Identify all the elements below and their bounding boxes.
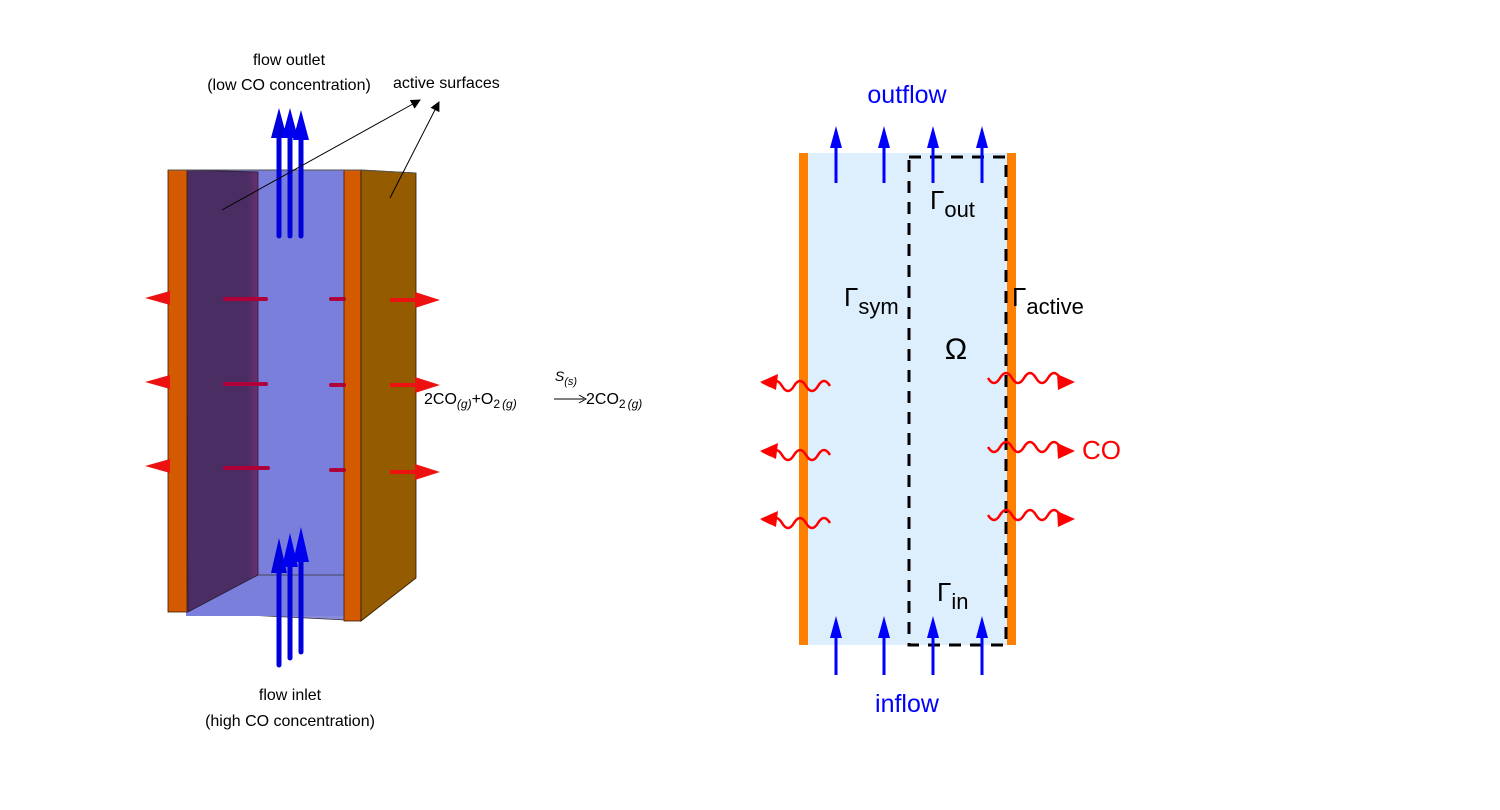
active-surface-pointer-2 xyxy=(389,101,440,199)
outlet-label-line1: flow outlet xyxy=(253,52,326,69)
active-surfaces-label: active surfaces xyxy=(393,75,500,92)
co-flux-arrows-inner xyxy=(223,297,346,472)
computational-domain-boundary xyxy=(907,155,1008,647)
svg-text:2CO2(g): 2CO2(g) xyxy=(586,391,642,411)
gamma-sym-label: Γsym xyxy=(844,282,899,319)
inlet-label-line2: (high CO concentration) xyxy=(205,713,375,730)
inflow-label: inflow xyxy=(875,690,940,718)
svg-text:2CO(g)+O2(g): 2CO(g)+O2(g) xyxy=(424,391,517,411)
domain-schematic xyxy=(760,126,1075,675)
gamma-out-label: Γout xyxy=(930,185,975,222)
svg-text:S(s): S(s) xyxy=(555,368,578,388)
co-wave-arrows-left xyxy=(760,374,832,530)
left-active-surface xyxy=(185,169,259,613)
co-flux-arrows-right xyxy=(390,292,440,480)
omega-label: Ω xyxy=(945,333,967,366)
inlet-flow-arrows xyxy=(271,527,309,668)
reaction-equation: 2CO(g)+O2(g) S(s) 2CO2(g) xyxy=(424,368,642,411)
left-active-wall xyxy=(799,153,808,645)
co-label: CO xyxy=(1082,435,1121,465)
right-active-surface xyxy=(360,169,417,622)
channel-3d-illustration xyxy=(145,99,440,668)
inlet-label-line1: flow inlet xyxy=(259,687,322,704)
outflow-arrows xyxy=(830,126,988,183)
inflow-arrows xyxy=(830,616,988,675)
gamma-in-label: Γin xyxy=(937,577,968,614)
outlet-flow-arrows xyxy=(271,108,309,239)
outflow-label: outflow xyxy=(867,81,947,109)
co-flux-arrows-left xyxy=(145,291,170,473)
gamma-active-label: Γactive xyxy=(1012,282,1084,319)
right-active-wall xyxy=(1007,153,1016,645)
right-plate xyxy=(343,169,362,622)
co-wave-arrows-right xyxy=(986,371,1075,527)
left-plate xyxy=(167,169,188,613)
active-surface-pointer-1 xyxy=(221,99,421,211)
outlet-label-line2: (low CO concentration) xyxy=(207,77,371,94)
